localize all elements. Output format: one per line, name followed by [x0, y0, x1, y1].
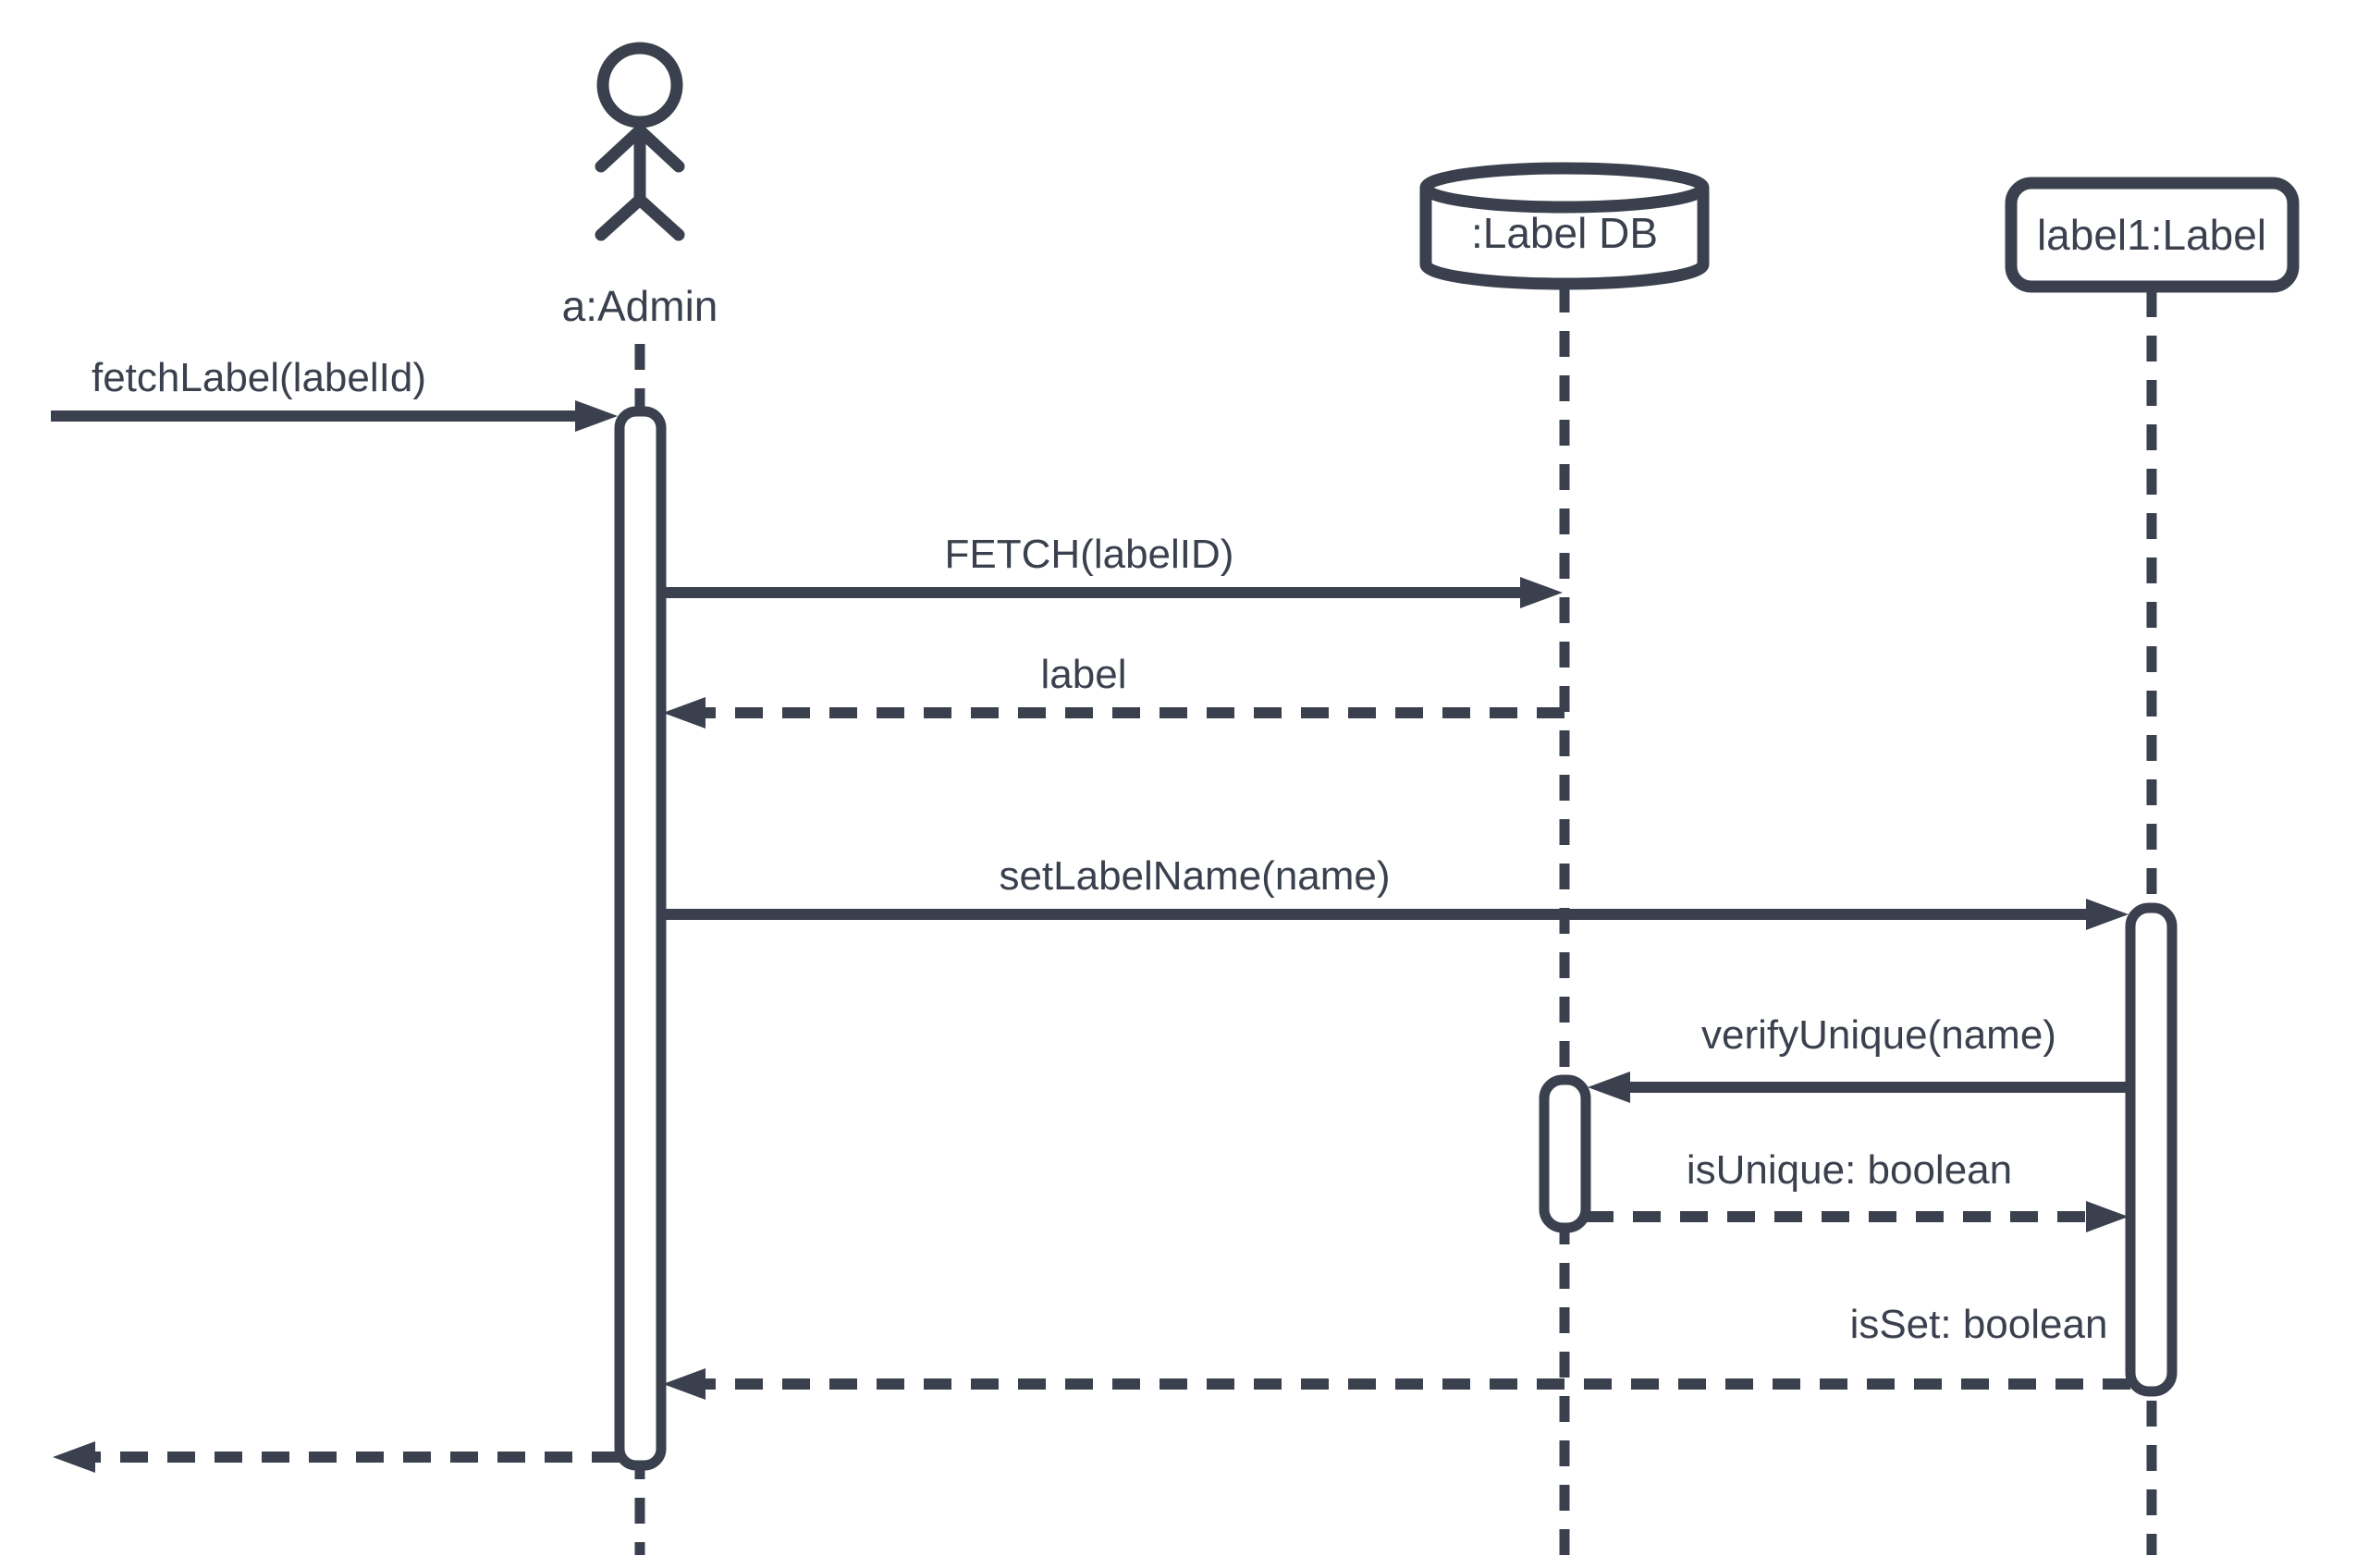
arrowhead-left-icon	[1588, 1072, 1630, 1103]
message-fetch: FETCH(labelID)	[663, 532, 1563, 608]
activation-admin	[614, 406, 667, 1471]
message-label-return-label: label	[1041, 652, 1127, 697]
participant-label1-label: label1:Label	[2037, 211, 2266, 259]
arrowhead-left-icon	[663, 1368, 706, 1400]
activation-label-db	[1539, 1074, 1591, 1233]
message-fetchlabel-label: fetchLabel(labelId)	[92, 355, 426, 400]
message-isunique-label: isUnique: boolean	[1687, 1147, 2012, 1193]
message-isunique: isUnique: boolean	[1586, 1147, 2129, 1232]
message-label-return: label	[663, 652, 1565, 729]
message-final-return	[53, 1441, 620, 1473]
arrowhead-left-icon	[53, 1441, 95, 1473]
participant-object-label1: label1:Label	[2005, 177, 2300, 293]
message-verifyunique-label: verifyUnique(name)	[1701, 1012, 2056, 1058]
message-isset-label: isSet: boolean	[1850, 1302, 2108, 1347]
participant-label-db-label: :Label DB	[1471, 209, 1658, 257]
activation-label1	[2125, 902, 2178, 1397]
message-fetchlabel: fetchLabel(labelId)	[51, 355, 618, 432]
participant-admin-label: a:Admin	[562, 282, 718, 330]
database-cylinder-icon	[1419, 162, 1710, 290]
message-isset: isSet: boolean	[663, 1302, 2130, 1400]
arrowhead-left-icon	[663, 697, 706, 729]
participant-database-label-db: :Label DB	[1419, 162, 1710, 290]
message-fetch-label: FETCH(labelID)	[945, 532, 1234, 577]
arrowhead-right-icon	[575, 400, 618, 432]
arrowhead-right-icon	[2086, 1201, 2129, 1232]
message-setlabelname: setLabelName(name)	[663, 853, 2129, 930]
message-verifyunique: verifyUnique(name)	[1588, 1012, 2130, 1103]
participant-actor-admin: a:Admin	[562, 42, 718, 330]
arrowhead-right-icon	[2086, 899, 2129, 930]
actor-stick-figure-icon	[595, 42, 685, 241]
message-setlabelname-label: setLabelName(name)	[999, 853, 1390, 899]
object-box	[2005, 177, 2300, 293]
arrowhead-right-icon	[1520, 577, 1563, 608]
